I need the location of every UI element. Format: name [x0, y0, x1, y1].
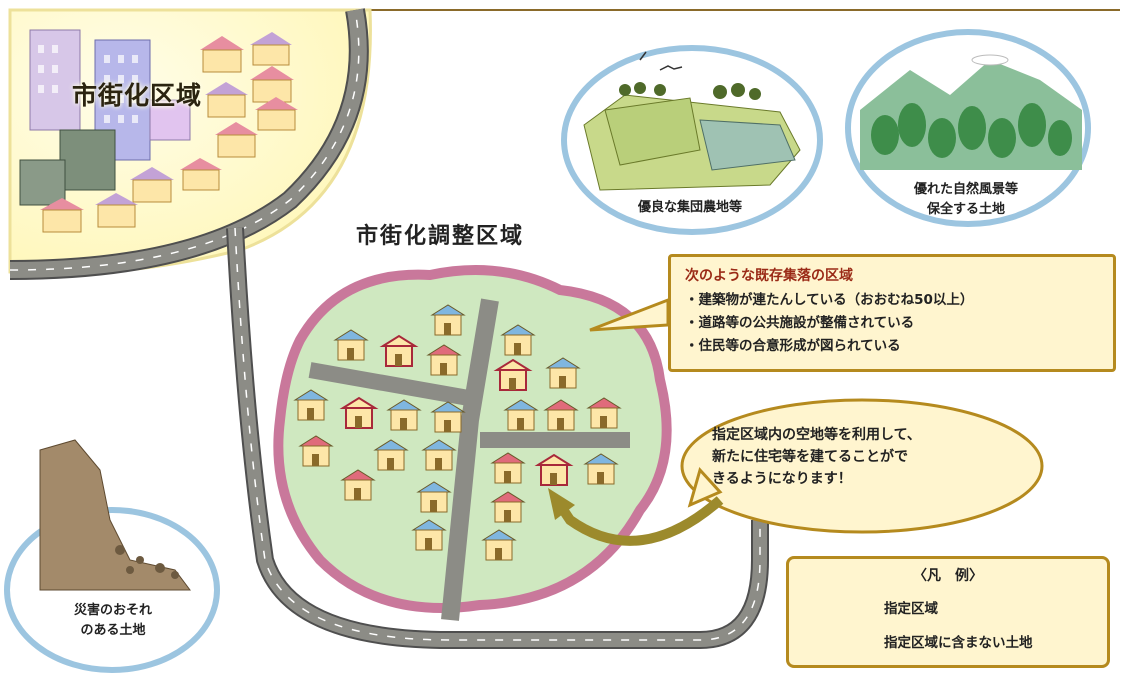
village-house [583, 453, 619, 485]
disaster-caption-line1: 災害のおそれ [73, 603, 152, 618]
village-house [416, 481, 452, 513]
disaster-area [4, 439, 220, 673]
legend-label-designated: 指定区域 [884, 601, 938, 617]
village-house [430, 304, 466, 336]
mid-building [19, 159, 66, 206]
main-road [9, 8, 769, 649]
pointer-arrow [548, 488, 724, 546]
urban-house [180, 158, 222, 191]
village-house [490, 452, 526, 484]
info-bubble-text: 指定区域内の空地等を利用して、 新たに住宅等を建てることがで きるようになります… [712, 424, 1032, 490]
urban-house [250, 66, 294, 103]
disaster-caption-line2: のある土地 [80, 623, 146, 638]
info-bubble [680, 398, 1044, 534]
village-house [545, 357, 581, 389]
nature-caption: 優れた自然風景等 保全する土地 [876, 180, 1056, 220]
village-house [500, 324, 536, 356]
mid-building [149, 99, 191, 141]
village-house [481, 529, 517, 561]
adjustment-area-title: 市街化調整区域 [356, 224, 525, 249]
criteria-heading: 次のような既存集落の区域 [685, 268, 853, 284]
legend-label-excluded: 指定区域に含まない土地 [884, 635, 1033, 651]
criteria-item: ・住民等の合意形成が図られている [685, 338, 901, 354]
village-houses [293, 304, 622, 561]
village-house [379, 334, 419, 367]
village-house [426, 344, 462, 376]
village-house [430, 401, 466, 433]
nature-caption-line2: 保全する土地 [926, 202, 1005, 217]
legend-title: 〈凡 例〉 [913, 568, 983, 584]
village-house [421, 439, 457, 471]
legend: 〈凡 例〉 指定区域 指定区域に含まない土地 [786, 556, 1110, 668]
urban-area-title: 市街化区域 [72, 81, 203, 110]
criteria-callout: 次のような既存集落の区域 ・建築物が連たんしている（おおむね50以上） ・道路等… [668, 254, 1116, 372]
village-house [386, 399, 422, 431]
nature-caption-line1: 優れた自然風景等 [913, 182, 1018, 197]
village-house [373, 439, 409, 471]
village-house [534, 453, 574, 486]
village-house [411, 519, 447, 551]
nature-area [845, 29, 1091, 227]
criteria-item: ・道路等の公共施設が整備されている [685, 315, 915, 331]
village-house [333, 329, 369, 361]
mid-building [59, 129, 116, 191]
village-house [490, 491, 526, 523]
info-bubble-line2: 新たに住宅等を建てることがで [712, 449, 908, 465]
village-house [586, 397, 622, 429]
village-house [293, 389, 329, 421]
urban-house [205, 82, 248, 118]
village-house [493, 358, 533, 391]
urban-house [95, 193, 138, 228]
urban-area [8, 8, 372, 276]
village-house [503, 399, 539, 431]
urban-house [200, 36, 244, 73]
farmland-area [561, 45, 823, 235]
village-house [298, 435, 334, 467]
village-house [339, 396, 379, 429]
urban-house [130, 167, 174, 203]
urban-house [250, 32, 292, 66]
urban-house [255, 97, 298, 131]
urban-house [215, 122, 258, 158]
village-house [340, 469, 376, 501]
village-house [543, 399, 579, 431]
urban-buildings [19, 29, 298, 233]
disaster-caption: 災害のおそれ のある土地 [38, 601, 188, 641]
criteria-item: ・建築物が連たんしている（おおむね50以上） [685, 292, 974, 308]
info-bubble-line1: 指定区域内の空地等を利用して、 [712, 427, 921, 443]
farm-caption: 優良な集団農地等 [637, 200, 742, 215]
info-bubble-line3: きるようになります！ [712, 471, 852, 487]
urban-house [40, 198, 84, 233]
